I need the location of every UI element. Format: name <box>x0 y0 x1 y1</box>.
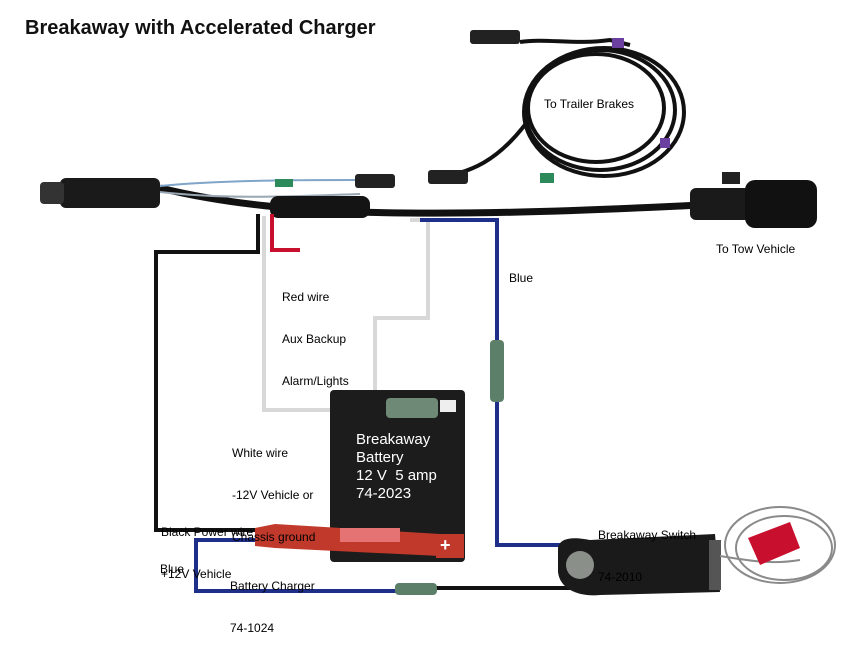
battery-line-1: Breakaway <box>356 431 431 448</box>
label-trailer-brakes: To Trailer Brakes <box>544 97 635 111</box>
breakaway-switch <box>558 534 721 596</box>
label-battery-charger: Battery Charger 74-1024 <box>230 551 315 649</box>
charger-plus-icon: + <box>440 535 451 555</box>
charger-line-2: 74-1024 <box>230 621 275 635</box>
trailer-brakes-cable-coil <box>429 37 686 180</box>
page-title: Breakaway with Accelerated Charger <box>25 17 376 39</box>
blue-connector <box>490 340 504 402</box>
battery-line-4: 74-2023 <box>356 485 412 502</box>
white-wire-line-2: -12V Vehicle or <box>232 488 314 502</box>
green-band <box>540 173 554 183</box>
battery-body <box>330 390 465 562</box>
switch-line-2: 74-2010 <box>598 570 643 584</box>
trailer-plug-top <box>470 30 520 44</box>
charger-line-1: Battery Charger <box>230 579 315 593</box>
battery-charger <box>255 524 464 558</box>
label-breakaway-switch: Breakaway Switch 74-2010 <box>598 500 696 598</box>
switch-line-1: Breakaway Switch <box>598 528 697 542</box>
label-white-wire: White wire -12V Vehicle or Chassis groun… <box>232 418 315 558</box>
red-wire-line-1: Red wire <box>282 290 330 304</box>
label-tow-vehicle: To Tow Vehicle <box>716 242 796 256</box>
label-black-wire: Black Power wire +12V Vehicle <box>161 497 253 595</box>
black-power-wire <box>154 214 265 532</box>
red-wire-line-2: Aux Backup <box>282 332 347 346</box>
battery-terminal <box>440 400 456 412</box>
tow-vehicle-plug <box>690 172 817 228</box>
blue-wire-left <box>194 538 400 593</box>
wiring-diagram <box>40 30 836 596</box>
purple-band <box>612 38 624 48</box>
black-wire-line-1: Black Power wire <box>161 525 254 539</box>
black-wire-line-2: +12V Vehicle <box>161 567 232 581</box>
battery-line-2: Battery <box>356 449 404 466</box>
lanyard-cable <box>719 506 836 584</box>
label-red-wire: Red wire Aux Backup Alarm/Lights <box>282 262 349 402</box>
purple-band-2 <box>660 138 670 148</box>
bottom-connector <box>395 583 437 595</box>
white-wire-2 <box>373 218 430 407</box>
white-wire-line-1: White wire <box>232 446 289 460</box>
battery-line-3: 12 V 5 amp <box>356 467 437 484</box>
label-blue-left: Blue <box>160 562 185 576</box>
label-blue-right: Blue <box>509 271 534 285</box>
red-wire-line-3: Alarm/Lights <box>282 374 349 388</box>
lanyard-tag <box>748 522 800 565</box>
small-plug-mid <box>428 170 468 184</box>
white-wire-connector <box>386 398 438 418</box>
white-wire-line-3: Chassis ground <box>232 530 316 544</box>
red-wire <box>270 214 300 252</box>
battery-label: Breakaway Battery 12 V 5 amp 74-2023 <box>356 431 437 503</box>
main-harness <box>40 174 701 218</box>
